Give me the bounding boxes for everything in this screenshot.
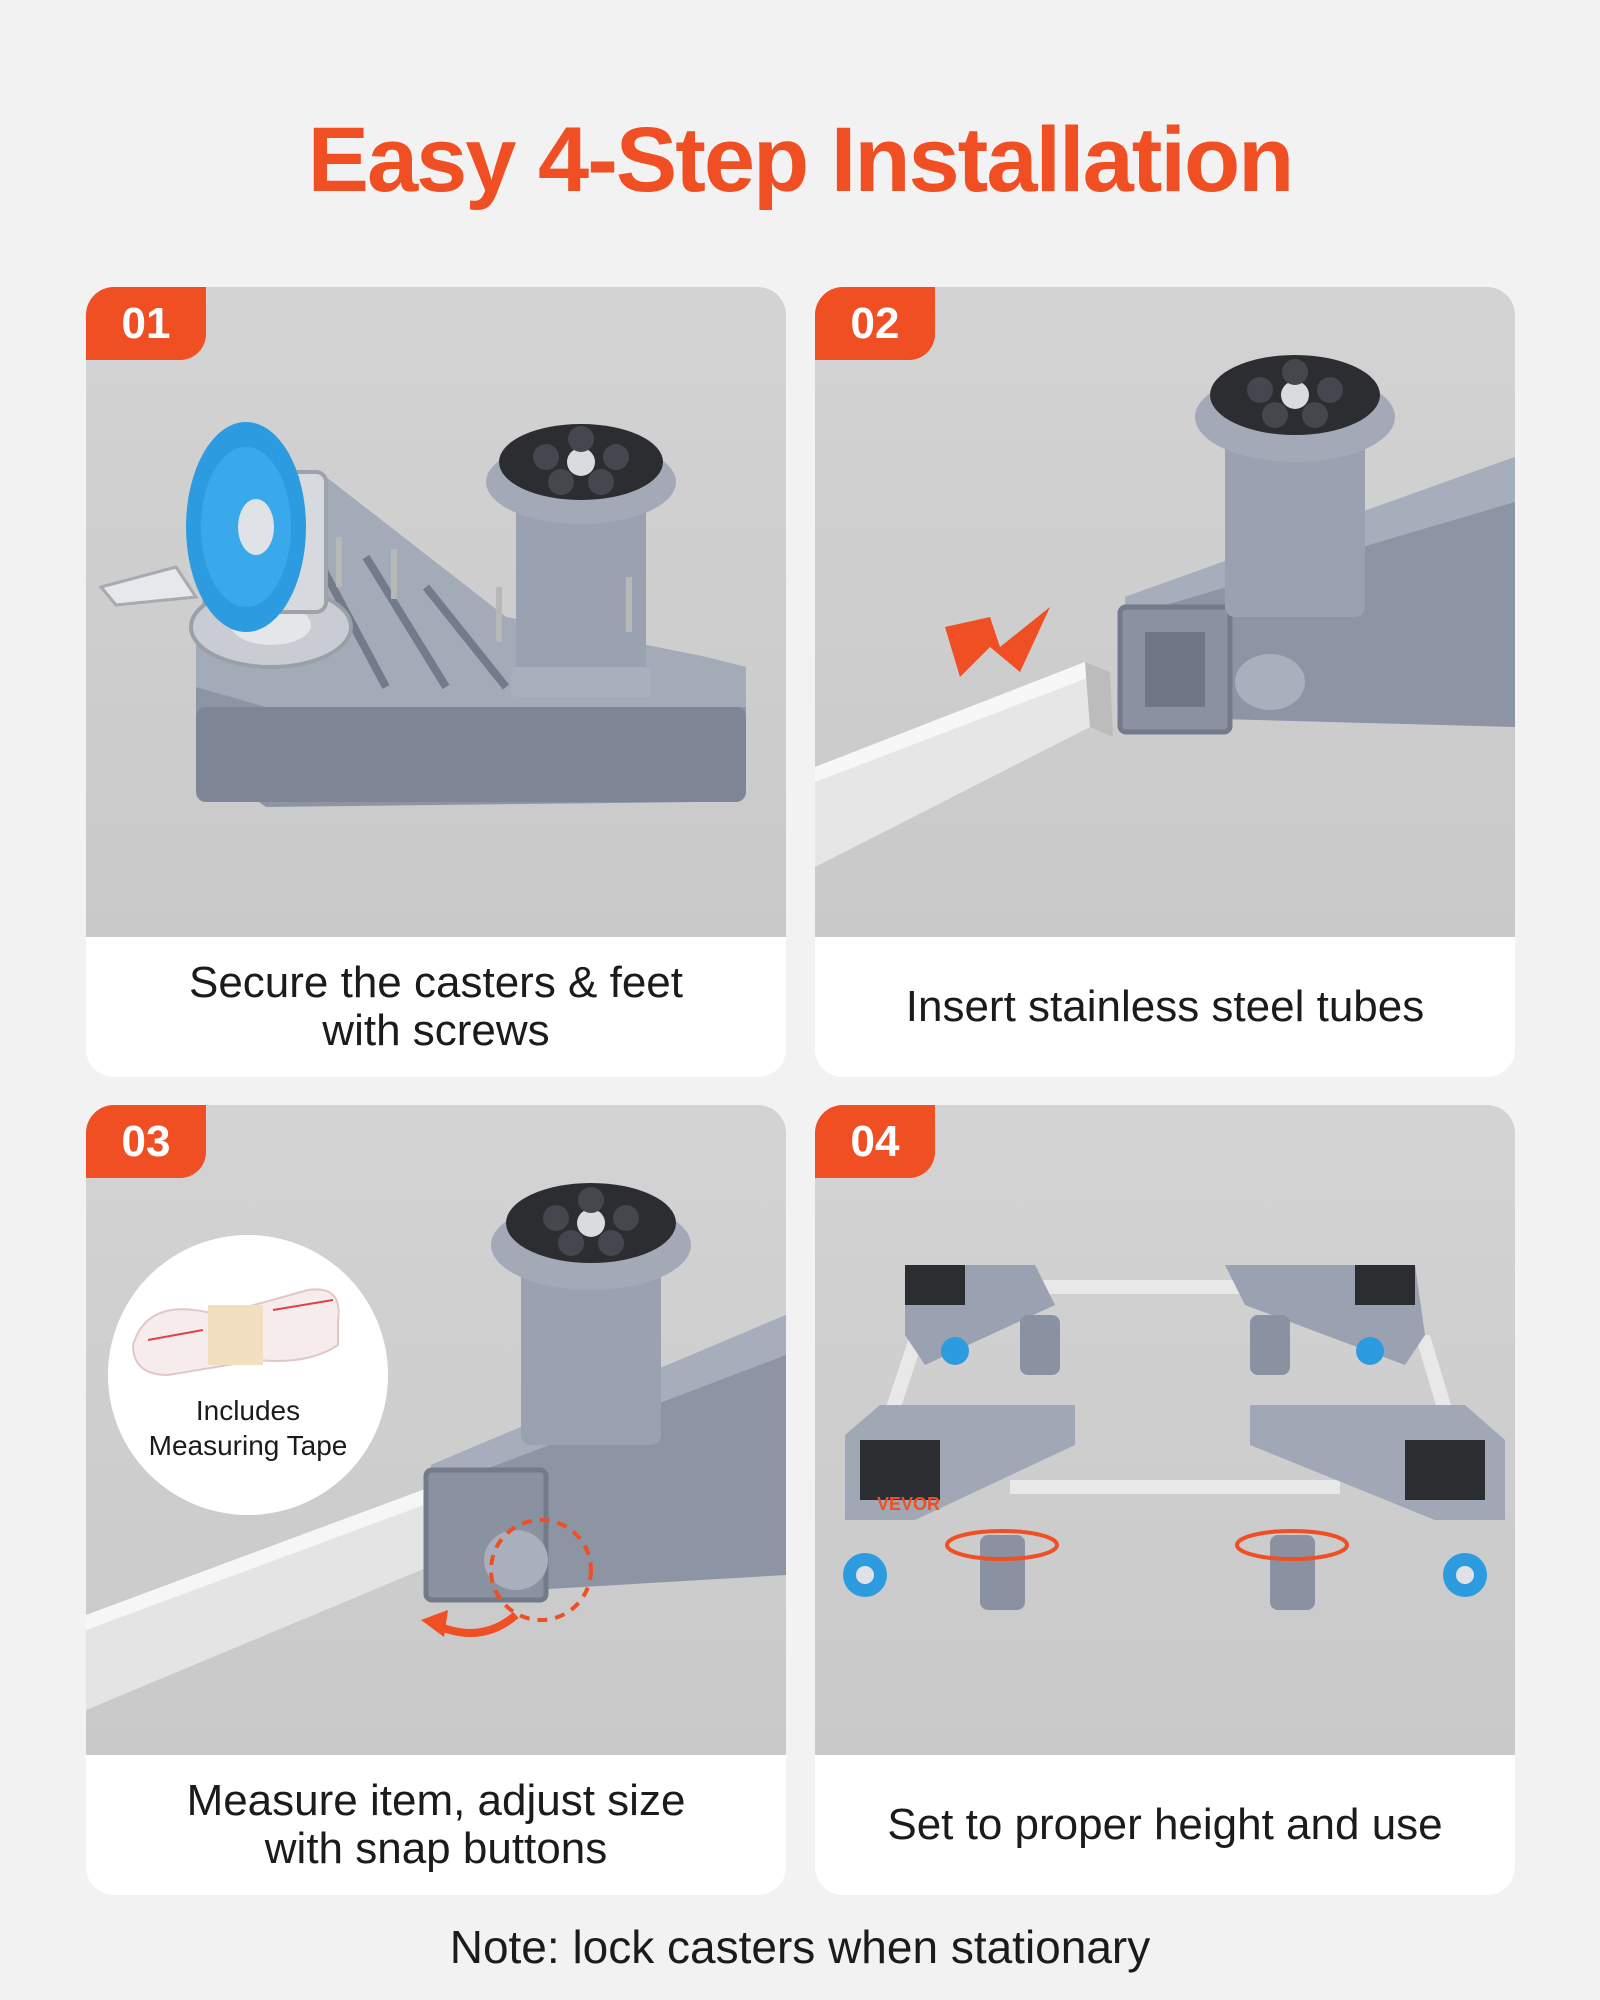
step-caption: Set to proper height and use [887,1800,1443,1849]
step-card-3: Includes Measuring Tape 03 Measure item,… [86,1105,786,1895]
assembled-base-illustration: VEVOR [843,1265,1505,1610]
tube-insertion-illustration [815,355,1515,867]
step-card-2: 02 Insert stainless steel tubes [815,287,1515,1077]
step-number-badge: 01 [86,287,206,360]
foot-icon [1020,1315,1060,1375]
rotate-arrow-icon [434,1611,519,1637]
insert-arrow-icon [945,607,1050,677]
snap-button-illustration [86,1183,786,1710]
footer-note: Note: lock casters when stationary [449,1921,1151,1973]
measuring-tape-icon [131,1288,340,1377]
step-card-1: 01 Secure the casters & feet with screws [86,287,786,1077]
measuring-tape-label: Includes Measuring Tape [148,1395,348,1461]
step-1-photo [86,287,786,937]
step-4-photo: VEVOR [815,1105,1515,1755]
step-caption: Secure the casters & feet with screws [188,958,684,1055]
step-number-badge: 02 [815,287,935,360]
rotate-arrow-icon [945,1529,1059,1561]
brand-logo: VEVOR [877,1494,940,1514]
step-number-badge: 03 [86,1105,206,1178]
step-card-4: VEVOR 04 Set to proper height and use [815,1105,1515,1895]
step-3-photo: Includes Measuring Tape [86,1105,786,1755]
step-caption: Insert stainless steel tubes [905,982,1425,1031]
step-2-photo [815,287,1515,937]
step-caption: Measure item, adjust size with snap butt… [186,1776,686,1873]
step-number-badge: 04 [815,1105,935,1178]
page-title: Easy 4-Step Installation [307,109,1295,211]
caster-and-foot-illustration [98,422,746,807]
measuring-tape-inset: Includes Measuring Tape [108,1235,388,1515]
